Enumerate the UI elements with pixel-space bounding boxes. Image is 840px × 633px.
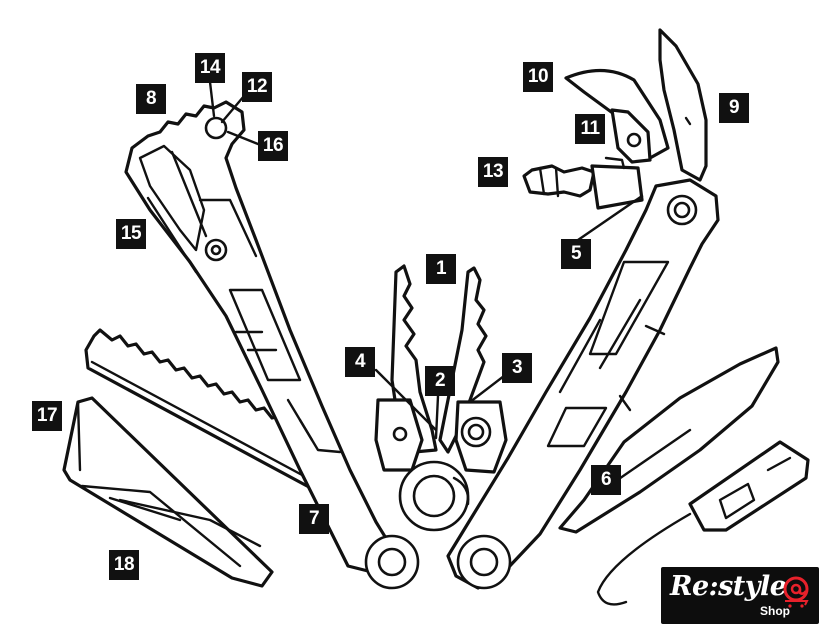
callout-14: 14 — [195, 53, 225, 83]
callout-2: 2 — [425, 366, 455, 396]
pivot-left — [364, 534, 420, 590]
callout-8: 8 — [136, 84, 166, 114]
pivot-right — [456, 534, 512, 590]
callout-11: 11 — [575, 114, 605, 144]
blade-18 — [118, 498, 262, 548]
callout-17: 17 — [32, 401, 62, 431]
callout-7: 7 — [299, 504, 329, 534]
callout-12: 12 — [242, 72, 272, 102]
callout-13: 13 — [478, 157, 508, 187]
callout-15: 15 — [116, 219, 146, 249]
cart-at-icon — [783, 576, 809, 608]
callout-6: 6 — [591, 465, 621, 495]
callout-9: 9 — [719, 93, 749, 123]
callout-18: 18 — [109, 550, 139, 580]
carabiner-clip — [596, 440, 810, 606]
callout-3: 3 — [502, 353, 532, 383]
left-handle — [124, 100, 394, 574]
callout-16: 16 — [258, 131, 288, 161]
callout-4: 4 — [345, 347, 375, 377]
knife-9 — [658, 28, 708, 182]
blade-17 — [62, 396, 274, 588]
leader-lines — [208, 80, 644, 440]
callout-1: 1 — [426, 254, 456, 284]
logo-wordmark: Re:style — [670, 571, 787, 602]
callout-10: 10 — [523, 62, 553, 92]
bit-driver-13 — [522, 156, 644, 210]
pliers — [374, 264, 508, 532]
bottle-opener-11 — [610, 108, 652, 164]
logo-subtitle: Shop — [760, 604, 790, 618]
callout-5: 5 — [561, 239, 591, 269]
right-handle — [446, 178, 720, 590]
restyle-shop-logo: Re:style Shop — [661, 567, 819, 624]
